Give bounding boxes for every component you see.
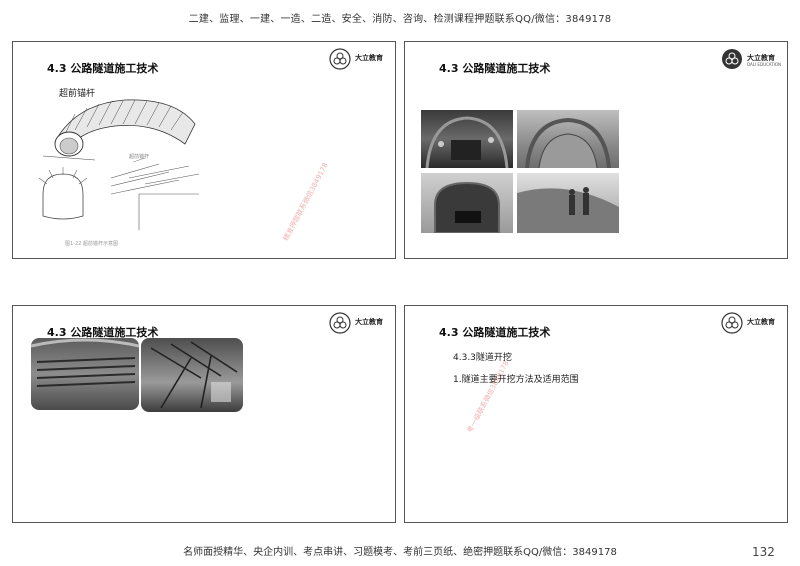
brand-logo: 大立教育 DALI EDUCATION [721,48,781,74]
watermark: 精准押题联系微信3849178 [281,161,330,243]
brand-logo: 大立教育 [721,312,781,338]
section-heading: 4.3.3隧道开挖 [453,353,512,363]
slide-title: 4.3 公路隧道施工技术 [439,62,551,75]
logo-name: 大立教育 [355,54,383,62]
logo-icon [329,312,351,334]
page-footer-text: 名师面授精华、央企内训、考点串讲、习题模考、考前三页纸、绝密押题联系QQ/微信：… [183,547,617,558]
slide-1: 4.3 公路隧道施工技术 大立教育 超前锚杆 [12,41,396,259]
photo-forepoling-bars [31,338,139,410]
diagram-caption: 图1-22 超前锚杆示意图 [65,241,118,247]
watermark: 考一级联系微信3849178 [465,359,511,435]
photo-tunnel-workers-face [421,110,513,168]
logo-name: 大立教育 [747,318,775,326]
slide-subtitle: 超前锚杆 [59,89,96,99]
page-number: 132 [752,545,775,559]
tunnel-sketch-diagram [42,99,196,161]
page-header-text: 二建、监理、一建、一造、二造、安全、消防、咨询、检测课程押题联系QQ/微信：38… [188,14,612,25]
brand-logo: 大立教育 [329,312,389,338]
forepoling-profile-diagram [110,157,200,230]
logo-subtitle: DALI EDUCATION [747,62,781,67]
logo-icon [722,49,742,69]
logo-name: 大立教育 [747,54,775,62]
logo-icon [329,48,351,70]
slide-title: 4.3 公路隧道施工技术 [439,326,551,339]
brand-logo: 大立教育 [329,48,389,74]
section-subheading: 1.隧道主要开挖方法及适用范围 [453,375,579,385]
logo-icon [721,312,743,334]
slide-2: 4.3 公路隧道施工技术 大立教育 DALI EDUCATION [404,41,788,259]
slide-title: 4.3 公路隧道施工技术 [47,326,159,339]
slide-title: 4.3 公路隧道施工技术 [47,62,159,75]
slide-4: 4.3 公路隧道施工技术 大立教育 4.3.3隧道开挖 1.隧道主要开挖方法及适… [404,305,788,523]
logo-name: 大立教育 [355,318,383,326]
tunnel-cross-section-diagram [38,167,88,220]
slide-3: 4.3 公路隧道施工技术 大立教育 [12,305,396,523]
photo-tunnel-portal-machine [421,173,513,233]
photo-tunnel-arch-steel [517,110,619,168]
photo-workers-drilling-slope [517,173,619,233]
photo-tunnel-steel-supports [141,338,243,412]
diagram-label-top: 超前锚杆 [129,154,150,160]
